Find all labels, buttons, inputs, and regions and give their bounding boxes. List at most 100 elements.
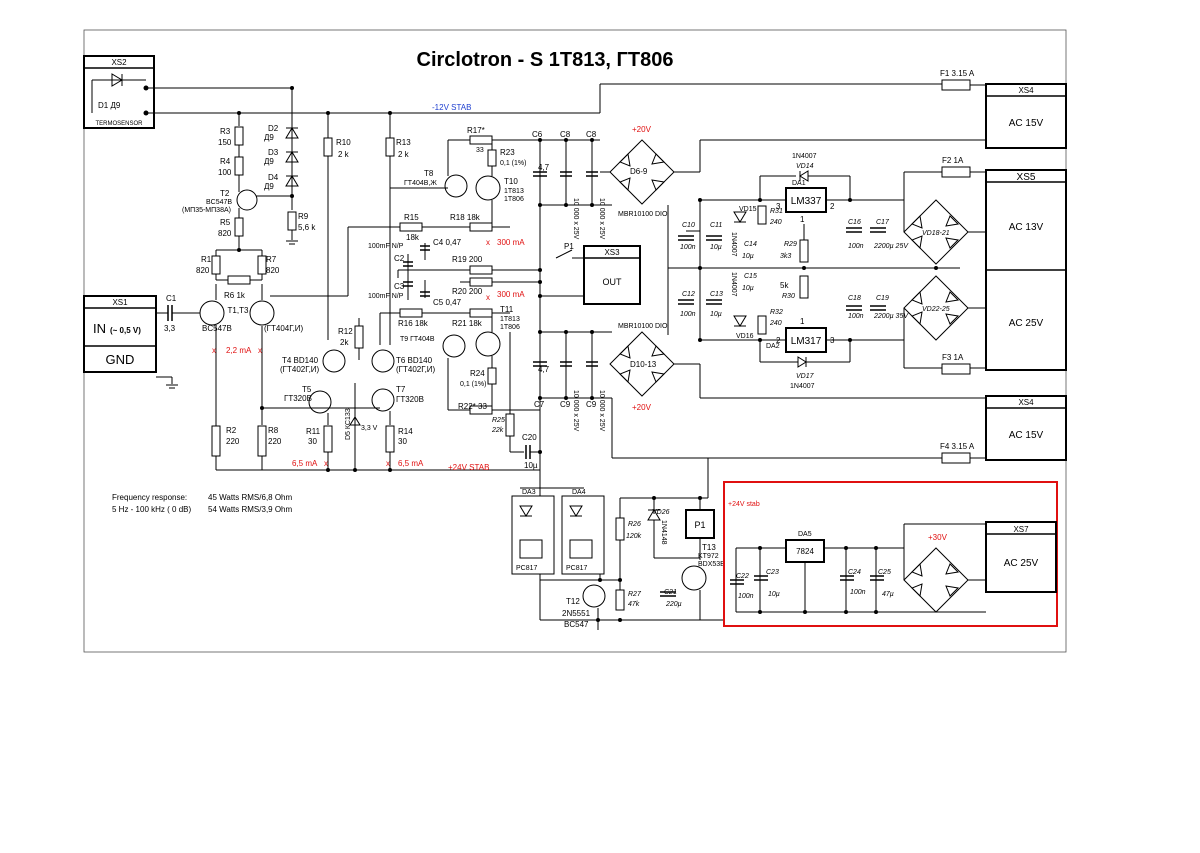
vd16-type: 1N4007	[730, 272, 737, 297]
c12-label: C12	[682, 291, 695, 298]
c22-value: 100n	[738, 593, 754, 600]
r27-label: R27	[628, 591, 642, 598]
r5-resistor	[234, 217, 244, 237]
r12-label: R12	[338, 327, 353, 336]
d6-9-label: D6-9	[630, 167, 648, 176]
c3-label: C3	[394, 282, 405, 291]
r16-resistor	[399, 308, 423, 318]
c23-label: C23	[766, 569, 779, 576]
vd18-21-label: VD18-21	[922, 230, 950, 237]
c23-value: 10µ	[768, 591, 780, 598]
d6-9-bridge	[600, 139, 675, 205]
t2-alt: (МП35-МП38А)	[182, 207, 231, 214]
xs1-in-level: (~ 0,5 V)	[110, 326, 141, 335]
f1-fuse	[941, 79, 971, 91]
c17-label: C17	[876, 219, 890, 226]
t4-type: (ГТ402Г,И)	[280, 365, 320, 374]
c2-value: 100mF N/P	[368, 243, 404, 250]
r15-label: R15	[404, 213, 419, 222]
c9-label-b: C9	[586, 400, 597, 409]
xs2-connector: XS2 D1 Д9 TERMOSENSOR	[83, 55, 155, 129]
t10-type: 1T813	[504, 188, 524, 195]
c18-label: C18	[848, 295, 861, 302]
c4-label: C4 0,47	[433, 238, 462, 247]
r11-label: R11	[306, 427, 321, 436]
c7-value: 4,7	[538, 365, 550, 374]
freq-response-title: Frequency response:	[112, 493, 187, 502]
r21-resistor	[469, 308, 493, 318]
da4-label: DA4	[572, 489, 586, 496]
vd15-label: VD15	[739, 206, 757, 213]
xs7-label: XS7	[1013, 525, 1029, 534]
r10-resistor	[323, 137, 333, 157]
x-mark-5: x	[486, 238, 490, 247]
power-rating-1: 45 Watts RMS/6,8 Ohm	[208, 493, 293, 502]
da3-phototransistor	[519, 539, 543, 559]
f2-fuse	[941, 166, 971, 178]
da1-pin3: 3	[776, 202, 781, 211]
d3-value: Д9	[264, 157, 274, 166]
r29-label: R29	[784, 241, 797, 248]
c14-label: C14	[744, 241, 757, 248]
pos20v-top-label: +20V	[632, 125, 652, 134]
vd15-diode-icon	[733, 211, 747, 223]
r6-label: R6 1k	[224, 291, 246, 300]
r9-label: R9	[298, 212, 309, 221]
c8-value-a: 10 000 x 25V	[572, 198, 579, 240]
t12-label: T12	[566, 597, 580, 606]
t5-label: T5	[302, 385, 312, 394]
pos24v-stab-label: +24V STAB	[448, 463, 489, 472]
d1-label: D1 Д9	[98, 101, 121, 110]
t7-label: T7	[396, 385, 406, 394]
termosensor-label: TERMOSENSOR	[95, 121, 143, 127]
c22-label: C22	[736, 573, 749, 580]
r6-pot	[227, 275, 251, 285]
r24-label: R24	[470, 369, 485, 378]
r27-resistor	[615, 589, 625, 611]
x-mark-3: x	[324, 459, 328, 468]
t3-transistor	[249, 300, 275, 326]
vd22-25-label: VD22-25	[922, 306, 950, 313]
x-mark-2: x	[258, 346, 262, 355]
r32-label: R32	[770, 309, 783, 316]
r21-label: R21 18k	[452, 319, 483, 328]
c20-value: 10µ	[524, 461, 538, 470]
r7-resistor	[257, 255, 267, 275]
d10-13-label: D10-13	[630, 360, 657, 369]
t11-label: T11	[500, 305, 514, 314]
vd16-label: VD16	[736, 333, 754, 340]
xs4-top-ac: AC 15V	[1009, 118, 1044, 129]
d5-label: D5 КС133	[345, 408, 352, 440]
r29-value: 3k3	[780, 253, 791, 260]
r18-label: R18 18k	[450, 213, 481, 222]
c20-label: C20	[522, 433, 537, 442]
c25-label: C25	[878, 569, 891, 576]
r18-resistor	[469, 222, 493, 232]
c24-value: 100n	[850, 589, 866, 596]
xs7-rectifier-bridge	[903, 547, 969, 613]
r14-value: 30	[398, 437, 407, 446]
r32-value: 240	[769, 320, 782, 327]
f4-fuse	[941, 452, 971, 464]
c18-value: 100n	[848, 313, 864, 320]
c8-value-b: 10 000 x 25V	[598, 198, 605, 240]
r7-label: R7	[266, 255, 277, 264]
t10-label: T10	[504, 177, 518, 186]
power-rating-2: 54 Watts RMS/3,9 Ohm	[208, 505, 293, 514]
t4-transistor	[322, 349, 346, 373]
f1-label: F1 3.15 A	[940, 69, 975, 78]
t1-label: T1,T3	[228, 306, 249, 315]
t11-alt: 1T806	[500, 324, 520, 331]
r31-resistor	[757, 205, 767, 225]
t5-transistor	[308, 390, 332, 414]
xs1-in-label: IN	[93, 321, 106, 336]
c19-label: C19	[876, 295, 889, 302]
xs3-out-label: OUT	[603, 277, 623, 287]
r17-resistor	[469, 135, 493, 145]
t9-label: T9 ГТ404В	[400, 336, 435, 343]
c10-value: 100n	[680, 244, 696, 251]
t3-type: (ГТ404Г,И)	[264, 324, 304, 333]
t11-type: 1T813	[500, 316, 520, 323]
r9-value: 5,6 k	[298, 223, 316, 232]
